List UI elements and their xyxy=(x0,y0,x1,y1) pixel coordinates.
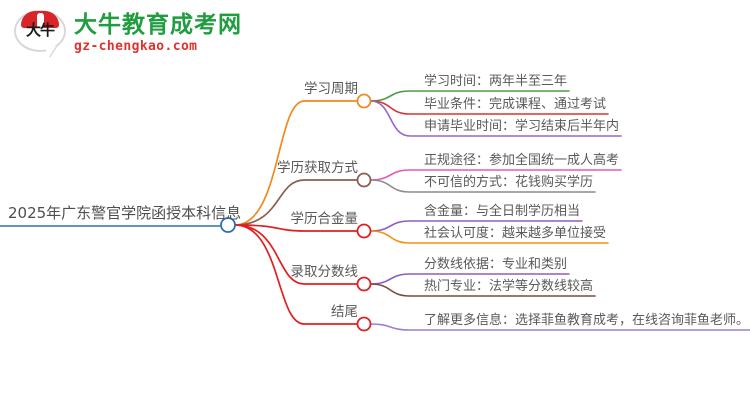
branch-node-1[interactable] xyxy=(356,172,372,188)
branch-label-0: 学习周期 xyxy=(304,81,358,97)
branch-label-2: 学历合金量 xyxy=(290,211,359,227)
leaf-label-3-0: 分数线依据：专业和类别 xyxy=(424,257,568,272)
leaf-label-0-0: 学习时间：两年半至三年 xyxy=(424,74,568,89)
leaf-line-0-2 xyxy=(369,100,622,137)
branch-label-3: 录取分数线 xyxy=(290,264,359,280)
branch-node-4[interactable] xyxy=(356,316,372,332)
branch-line-2 xyxy=(234,224,358,232)
leaf-line-2-1 xyxy=(369,230,609,244)
brand-name: 大牛教育成考网 xyxy=(74,12,242,38)
branch-node-2[interactable] xyxy=(356,223,372,239)
logo-mark-icon: 大牛 xyxy=(14,8,66,58)
brand-url: gz-chengkao.com xyxy=(74,39,198,54)
leaf-label-2-1: 社会认可度：越来越多单位接受 xyxy=(424,226,607,241)
leaf-line-4-0 xyxy=(369,323,750,331)
leaf-label-1-1: 不可信的方式：花钱购买学历 xyxy=(424,175,594,190)
graduation-cap-icon xyxy=(21,11,59,28)
leaf-line-1-1 xyxy=(369,179,596,193)
leaf-label-1-0: 正规途径：参加全国统一成人高考 xyxy=(424,153,620,168)
leaf-label-2-0: 含金量：与全日制学历相当 xyxy=(424,204,581,219)
branch-node-0[interactable] xyxy=(356,93,372,109)
logo-text-block: 大牛教育成考网 gz-chengkao.com xyxy=(74,12,242,54)
leaf-label-4-0: 了解更多信息：选择菲鱼教育成考，在线咨询菲鱼老师。 xyxy=(424,313,750,328)
branch-label-4: 结尾 xyxy=(331,304,358,320)
branch-line-0 xyxy=(234,100,358,226)
branch-line-4 xyxy=(234,224,358,325)
leaf-line-3-1 xyxy=(369,283,596,297)
speech-bubble-tail xyxy=(44,46,56,57)
leaf-label-0-2: 申请毕业时间：学习结束后半年内 xyxy=(424,119,620,134)
root-node[interactable] xyxy=(220,217,236,233)
leaf-label-3-1: 热门专业：法学等分数线较高 xyxy=(424,279,594,294)
root-label: 2025年广东警官学院函授本科信息 xyxy=(8,204,242,222)
logo-mark-text: 大牛 xyxy=(25,21,55,39)
site-logo: 大牛 大牛教育成考网 gz-chengkao.com xyxy=(14,8,242,58)
branch-node-3[interactable] xyxy=(356,276,372,292)
branch-label-1: 学历获取方式 xyxy=(277,160,358,176)
leaf-label-0-1: 毕业条件：完成课程、通过考试 xyxy=(424,97,607,112)
branch-line-1 xyxy=(234,179,358,226)
branch-line-3 xyxy=(234,224,358,285)
